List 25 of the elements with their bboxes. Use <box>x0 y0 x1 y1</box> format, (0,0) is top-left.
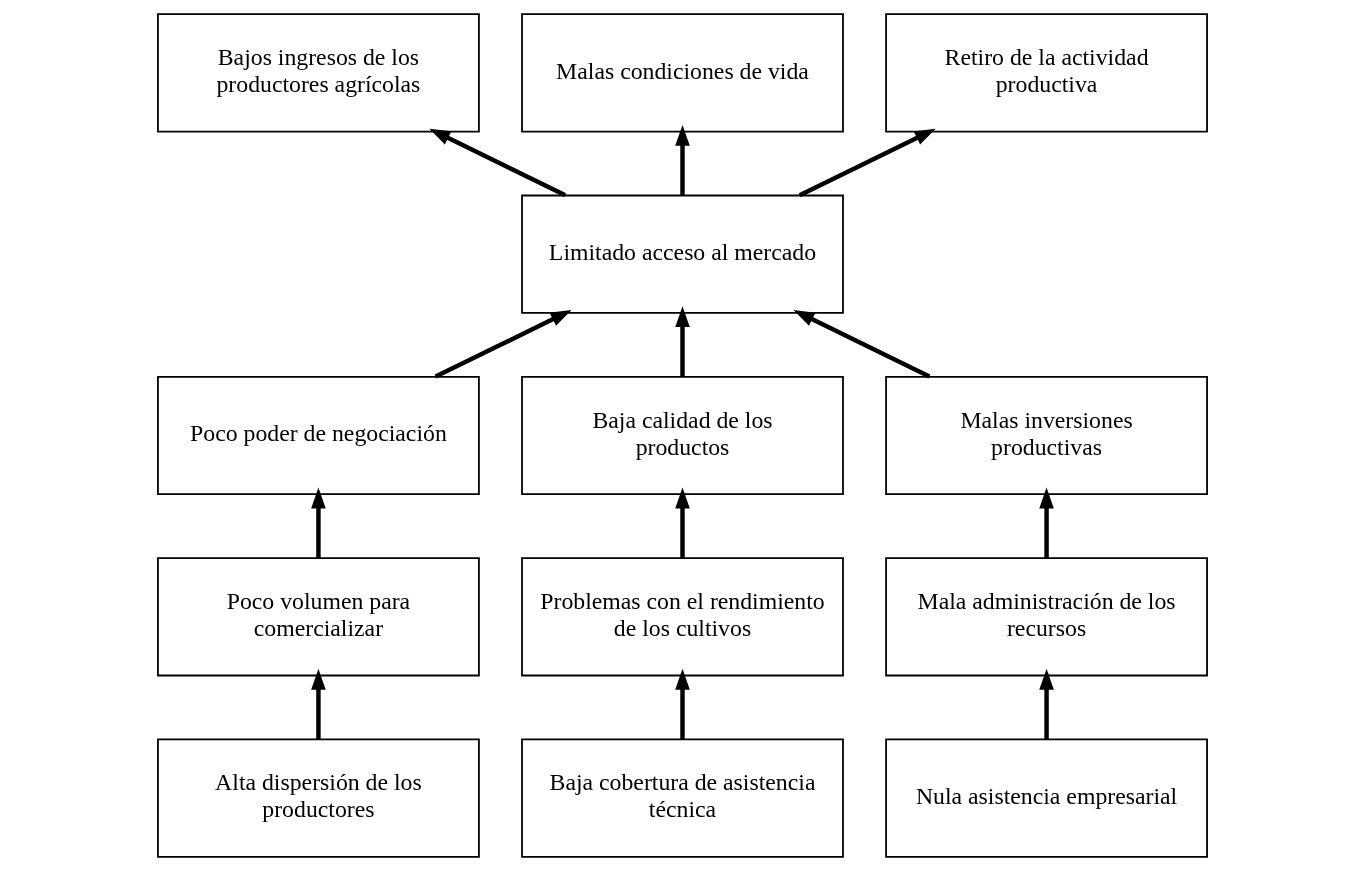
node-box: Problemas con el rendimiento de los cultivos <box>520 557 844 677</box>
node-box: Alta dispersión de los productores <box>156 738 480 858</box>
node-box: Malas inversiones productivas <box>884 375 1208 496</box>
node-box: Bajos ingresos de los productores agrícolas <box>156 13 480 133</box>
node-box: Mala administración de los recursos <box>884 557 1208 677</box>
arrow <box>674 668 690 740</box>
arrow <box>674 487 690 558</box>
node-box: Poco poder de negociación <box>156 375 480 496</box>
node-box: Limitado acceso al mercado <box>520 194 844 314</box>
arrow <box>310 668 326 740</box>
node-box: Nula asistencia empresarial <box>884 738 1208 858</box>
arrow <box>798 128 936 198</box>
arrow <box>310 487 326 558</box>
node-box: Baja calidad de los productos <box>520 375 844 496</box>
node-box: Baja cobertura de asistencia técnica <box>520 738 844 858</box>
arrow <box>1038 668 1054 740</box>
arrow <box>1038 487 1054 558</box>
node-box: Poco volumen para comercializar <box>156 557 480 677</box>
arrow <box>428 128 566 198</box>
node-box: Retiro de la actividad productiva <box>884 13 1208 133</box>
node-box: Malas condiciones de vida <box>520 13 844 133</box>
arrow <box>434 310 572 379</box>
arrow <box>674 306 690 377</box>
arrow <box>792 310 930 379</box>
arrow <box>674 124 690 196</box>
